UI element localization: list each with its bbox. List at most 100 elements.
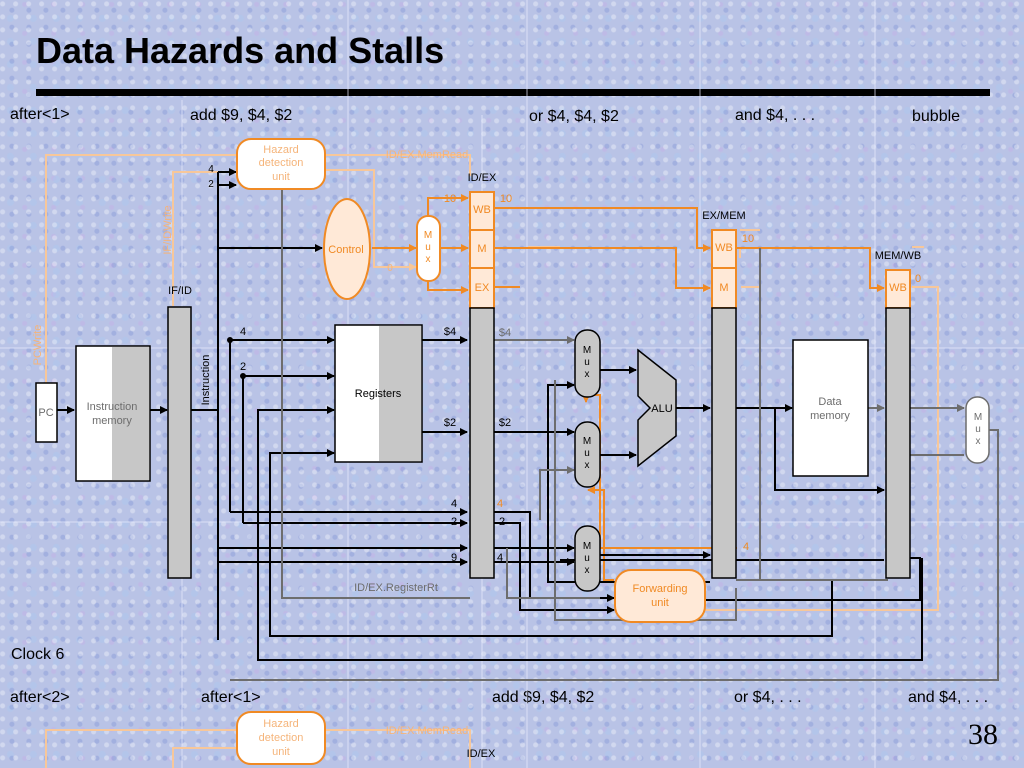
gray-wires — [230, 190, 999, 681]
memwb-register — [885, 307, 911, 579]
next-idex-label: ID/EX — [467, 748, 496, 760]
reg-read-rt-in: $2 — [444, 417, 456, 429]
data-memory-label-2: memory — [810, 410, 850, 422]
forward-a-mux — [574, 329, 601, 398]
stage-label-if: after<1> — [10, 106, 70, 123]
forwarding-label-2: unit — [651, 597, 669, 609]
instruction-memory-shade — [112, 347, 149, 480]
regdst-mux-label-3: x — [585, 565, 590, 576]
ifid-label: IF/ID — [168, 285, 192, 297]
regdst-mux-label-2: u — [584, 553, 590, 564]
ifid-write-label: IF/IDWrite — [162, 205, 174, 254]
exmem-wb-value: 10 — [742, 233, 754, 245]
forward-b-mux-label-1: M — [583, 436, 591, 447]
register-file-shade — [379, 326, 421, 461]
forward-b-mux — [574, 421, 601, 488]
next-hazard-detection-unit — [236, 711, 326, 765]
stage-label-mem: and $4, . . . — [735, 107, 816, 124]
regdst-mux — [574, 525, 601, 592]
control-unit — [323, 198, 371, 300]
hazard-detection-unit — [236, 138, 326, 190]
data-memory — [792, 339, 869, 477]
alu — [637, 348, 677, 468]
rt-in: 2 — [451, 516, 457, 528]
forward-b-mux-label-3: x — [585, 460, 590, 471]
writeback-mux-label-1: M — [974, 412, 982, 423]
slide-number: 38 — [968, 718, 998, 751]
instruction-label: Instruction — [200, 355, 212, 406]
rd-in: 9 — [451, 552, 457, 564]
slide-title: Data Hazards and Stalls — [36, 30, 445, 71]
rt-field-label: 2 — [240, 361, 246, 373]
idex-control-fields — [469, 191, 495, 309]
hazard-control-lines — [45, 154, 939, 611]
hazard-input-4: 4 — [208, 164, 214, 175]
reg-read-rt-out: $2 — [499, 417, 511, 429]
junction-dot — [227, 337, 233, 343]
rs-in: 4 — [451, 498, 457, 510]
forwarding-label-1: Forwarding — [632, 583, 687, 595]
forwarding-unit — [614, 569, 706, 623]
idex-wb-value-in: 10 — [444, 193, 456, 205]
next-stage-label-wb: and $4, . . . — [908, 689, 989, 706]
exmem-rd-value: 4 — [743, 541, 749, 553]
reg-read-rs-out: $4 — [499, 327, 511, 339]
instruction-memory-label-1: Instruction — [87, 401, 138, 413]
rs-out: 4 — [497, 498, 503, 510]
alu-label: ALU — [651, 403, 672, 415]
idex-label: ID/EX — [468, 172, 497, 184]
exmem-m-field: M — [719, 282, 728, 294]
ifid-register — [167, 306, 192, 579]
forward-a-mux-label-3: x — [585, 369, 590, 380]
writeback-mux-label-3: x — [976, 436, 981, 447]
control-mux-label-1: M — [424, 230, 432, 241]
next-idex-memread-label: ID/EX.MemRead — [386, 725, 469, 737]
instruction-memory-label-2: memory — [92, 415, 132, 427]
idex-wb-value-out: 10 — [500, 193, 512, 205]
stage-label-wb: bubble — [912, 108, 961, 125]
exmem-label: EX/MEM — [702, 210, 745, 222]
pc-label: PC — [38, 407, 53, 419]
forward-a-mux-label-2: u — [584, 357, 590, 368]
hazard-label-3: unit — [272, 171, 290, 183]
next-stage-label-ex: add $9, $4, $2 — [492, 689, 595, 706]
registers-label: Registers — [355, 388, 402, 400]
control-mux-label-2: u — [425, 242, 431, 253]
hazard-label-2: detection — [259, 157, 304, 169]
junction-dot — [240, 373, 246, 379]
pc-register — [35, 382, 58, 443]
control-mux-label-3: x — [426, 254, 431, 265]
title-rule — [36, 89, 990, 96]
stage-label-id: add $9, $4, $2 — [190, 107, 293, 124]
next-stage-label-mem: or $4, . . . — [734, 689, 802, 706]
control-signal-lines — [372, 194, 885, 581]
next-cycle-hazard-lines — [45, 729, 471, 768]
next-hazard-label-2: detection — [259, 732, 304, 744]
idex-memread-label: ID/EX.MemRead — [386, 149, 469, 161]
hazard-input-2: 2 — [208, 179, 214, 190]
regdst-mux-label-1: M — [583, 541, 591, 552]
rs-field-label: 4 — [240, 326, 246, 338]
next-stage-label-id: after<1> — [201, 689, 261, 706]
rd-out: 4 — [497, 552, 503, 564]
idex-ex-field: EX — [475, 282, 490, 294]
clock-label: Clock 6 — [11, 646, 65, 663]
control-mux-zero: 0 — [387, 263, 393, 274]
rt-out: 2 — [499, 516, 505, 528]
writeback-mux — [965, 396, 990, 464]
data-memory-label-1: Data — [818, 396, 842, 408]
pc-write-label: PCWrite — [32, 325, 44, 366]
stage-label-ex: or $4, $4, $2 — [529, 108, 619, 125]
hazard-label-1: Hazard — [263, 144, 298, 156]
idex-registerrt-label: ID/EX.RegisterRt — [354, 582, 438, 594]
reg-read-rs-in: $4 — [444, 326, 456, 338]
next-hazard-label-3: unit — [272, 746, 290, 758]
forward-b-mux-label-2: u — [584, 448, 590, 459]
exmem-wb-field: WB — [715, 242, 733, 254]
idex-wb-field: WB — [473, 204, 491, 216]
memwb-label: MEM/WB — [875, 250, 921, 262]
writeback-mux-label-2: u — [975, 424, 981, 435]
control-label: Control — [328, 244, 363, 256]
